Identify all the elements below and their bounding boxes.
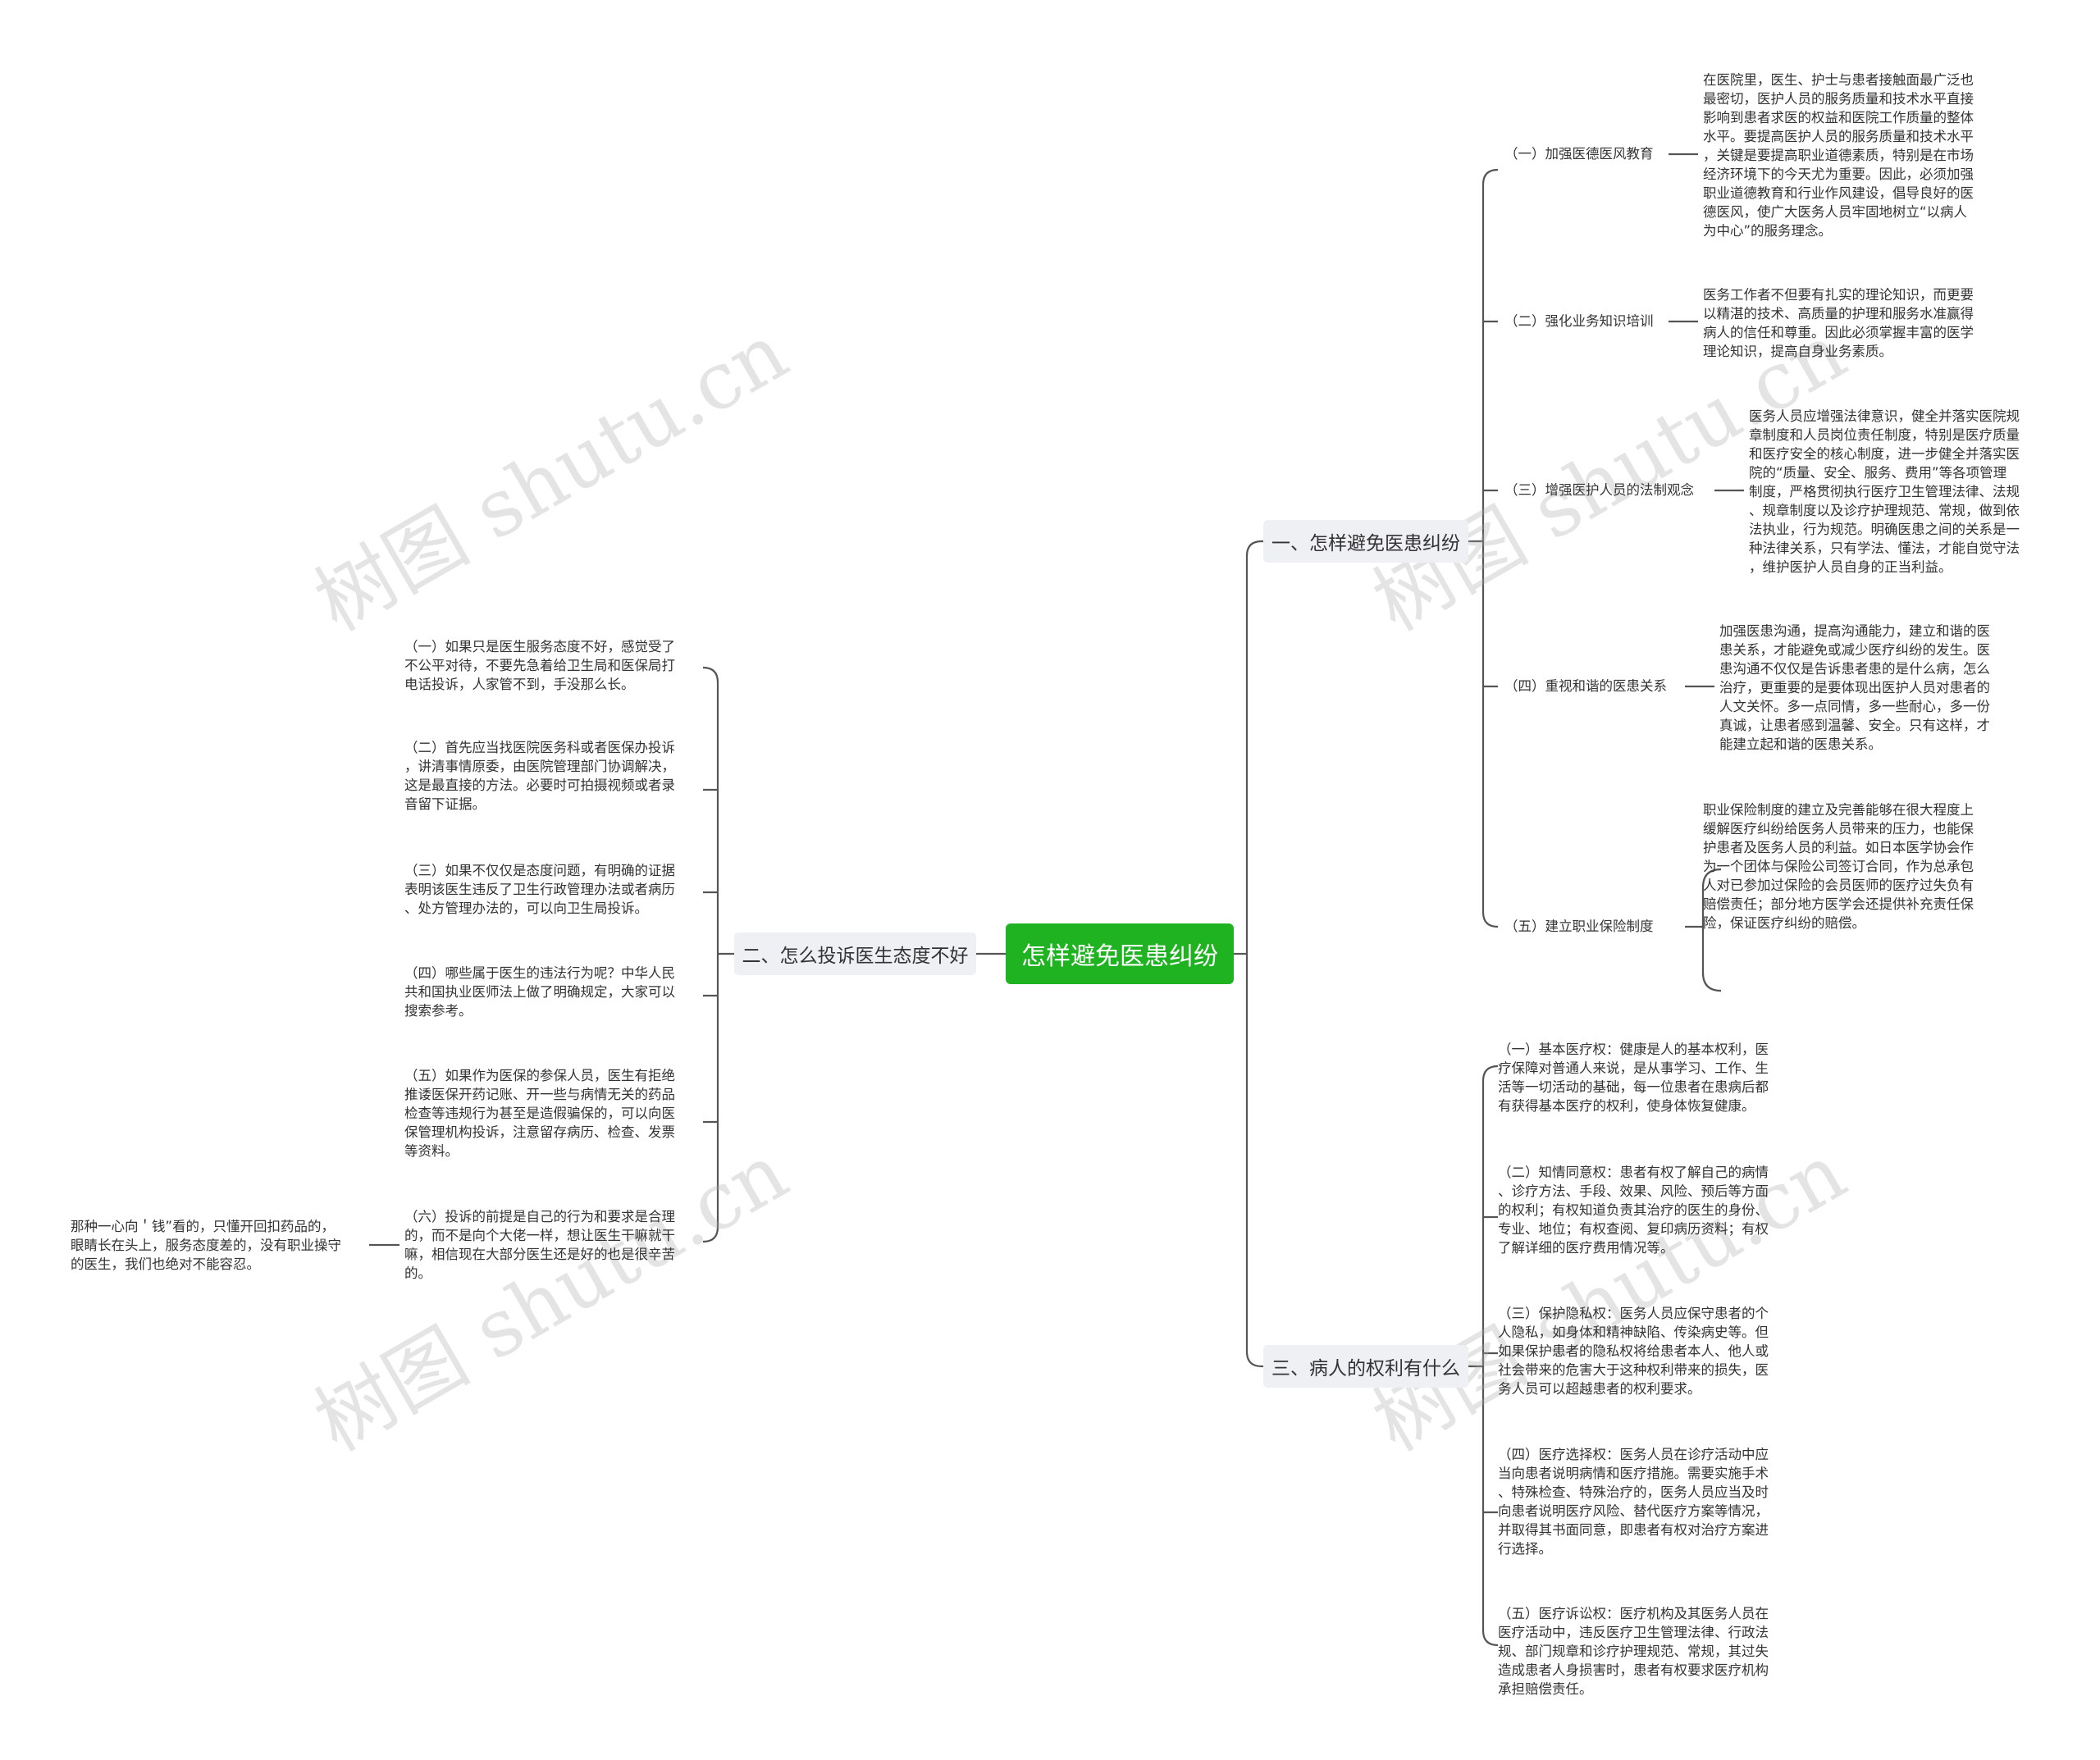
b1-item-text: 医务工作者不但要有扎实的理论知识，而更要 以精湛的技术、高质量的护理和服务水准赢… bbox=[1703, 287, 1974, 359]
b2-item[interactable]: （六）投诉的前提是自己的行为和要求是合理 的，而不是向个大佬一样，想让医生干嘛就… bbox=[404, 1209, 675, 1281]
b1-item-label[interactable]: （五）建立职业保险制度 bbox=[1504, 919, 1654, 934]
b1-item-label[interactable]: （四）重视和谐的医患关系 bbox=[1504, 678, 1667, 694]
b1-item-text: 在医院里，医生、护士与患者接触面最广泛也 最密切，医护人员的服务质量和技术水平直… bbox=[1703, 72, 1974, 239]
b1-item-label[interactable]: （一）加强医德医风教育 bbox=[1504, 146, 1654, 162]
b2-item[interactable]: （五）如果作为医保的参保人员，医生有拒绝 推诿医保开药记账、开一些与病情无关的药… bbox=[404, 1068, 675, 1159]
b1-item-label[interactable]: （二）强化业务知识培训 bbox=[1504, 313, 1654, 329]
b1-item-label[interactable]: （三）增强医护人员的法制观念 bbox=[1504, 482, 1694, 498]
b2-item[interactable]: （四）哪些属于医生的违法行为呢？中华人民 共和国执业医师法上做了明确规定，大家可… bbox=[404, 965, 675, 1019]
branch-node-3[interactable]: 三、病人的权利有什么 bbox=[1263, 1345, 1468, 1388]
b2-item[interactable]: （三）如果不仅仅是态度问题，有明确的证据 表明该医生违反了卫生行政管理办法或者病… bbox=[404, 863, 675, 916]
b2-item[interactable]: （二）首先应当找医院医务科或者医保办投诉 ，讲清事情原委，由医院管理部门协调解决… bbox=[404, 740, 675, 812]
b3-item[interactable]: （四）医疗选择权：医务人员在诊疗活动中应 当向患者说明病情和医疗措施。需要实施手… bbox=[1498, 1447, 1769, 1557]
b3-item[interactable]: （一）基本医疗权：健康是人的基本权利，医 疗保障对普通人来说，是从事学习、工作、… bbox=[1498, 1042, 1769, 1114]
b2-extra-leaf[interactable]: 那种一心向＇钱”看的，只懂开回扣药品的， 眼睛长在头上，服务态度差的，没有职业操… bbox=[71, 1219, 341, 1272]
b3-item[interactable]: （三）保护隐私权：医务人员应保守患者的个 人隐私，如身体和精神缺陷、传染病史等。… bbox=[1498, 1306, 1769, 1397]
b3-item[interactable]: （二）知情同意权：患者有权了解自己的病情 、诊疗方法、手段、效果、风险、预后等方… bbox=[1498, 1165, 1769, 1256]
b1-item-text: 医务人员应增强法律意识，健全并落实医院规 章制度和人员岗位责任制度，特别是医疗质… bbox=[1749, 408, 2020, 575]
branch-node-2[interactable]: 二、怎么投诉医生态度不好 bbox=[734, 932, 976, 975]
b1-item-text: 职业保险制度的建立及完善能够在很大程度上 缓解医疗纠纷给医务人员带来的压力，也能… bbox=[1703, 802, 1974, 931]
b2-item[interactable]: （一）如果只是医生服务态度不好，感觉受了 不公平对待，不要先急着给卫生局和医保局… bbox=[404, 639, 675, 692]
root-node[interactable]: 怎样避免医患纠纷 bbox=[1006, 923, 1234, 984]
b1-item-text: 加强医患沟通，提高沟通能力，建立和谐的医 患关系，才能避免或减少医疗纠纷的发生。… bbox=[1719, 623, 1990, 752]
b3-item[interactable]: （五）医疗诉讼权：医疗机构及其医务人员在 医疗活动中，违反医疗卫生管理法律、行政… bbox=[1498, 1606, 1769, 1697]
branch-node-1[interactable]: 一、怎样避免医患纠纷 bbox=[1263, 520, 1468, 563]
